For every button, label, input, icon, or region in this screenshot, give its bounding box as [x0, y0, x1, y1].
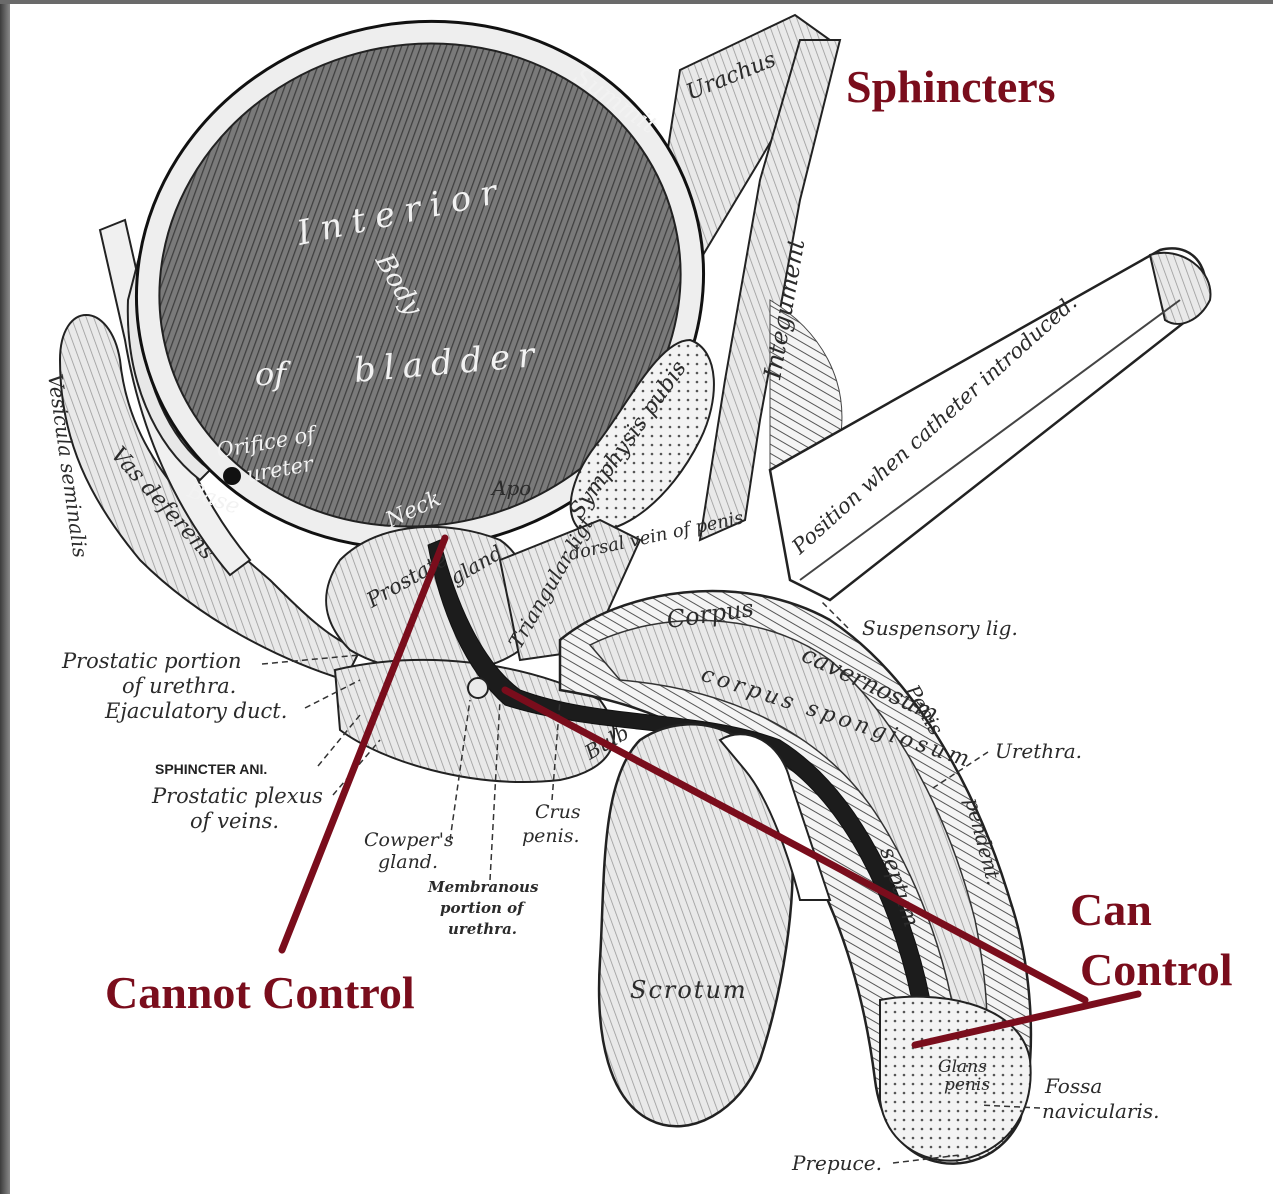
- label-membranous: Membranous: [427, 878, 539, 896]
- label-suspensory-lig: Suspensory lig.: [862, 616, 1018, 640]
- label-urethra: Urethra.: [995, 739, 1082, 763]
- label-cowpers: Cowper's: [364, 829, 454, 851]
- label-penis2: penis.: [522, 825, 580, 847]
- label-apo: Apo: [490, 476, 531, 500]
- title-sphincters: Sphincters: [846, 61, 1056, 112]
- label-crus: Crus: [535, 801, 581, 823]
- ejaculatory-duct-opening: [468, 678, 488, 698]
- label-sphincter-ani: SPHINCTER ANI.: [155, 761, 267, 777]
- heading-can: Can: [1070, 884, 1152, 935]
- heading-cannot-control: Cannot Control: [105, 967, 415, 1018]
- label-glans-penis: penis: [944, 1075, 990, 1095]
- label-of-urethra: of urethra.: [122, 674, 236, 698]
- label-navicularis: navicularis.: [1042, 1099, 1159, 1123]
- heading-control: Control: [1080, 944, 1233, 995]
- label-scrotum: Scrotum: [630, 976, 748, 1004]
- label-ejaculatory-duct: Ejaculatory duct.: [104, 699, 287, 723]
- label-of-veins: of veins.: [190, 809, 279, 833]
- label-prostatic-portion: Prostatic portion: [61, 649, 242, 673]
- label-prostatic-plexus: Prostatic plexus: [151, 784, 323, 808]
- label-of: of: [255, 355, 291, 393]
- ureter-orifice-dot: [223, 467, 241, 485]
- label-glans: Glans: [938, 1057, 987, 1077]
- label-prepuce: Prepuce.: [791, 1151, 882, 1175]
- label-portion-of: portion of: [440, 899, 526, 917]
- label-fossa: Fossa: [1044, 1074, 1102, 1098]
- label-gland2: gland.: [378, 851, 438, 873]
- label-urethra2: urethra.: [448, 920, 517, 938]
